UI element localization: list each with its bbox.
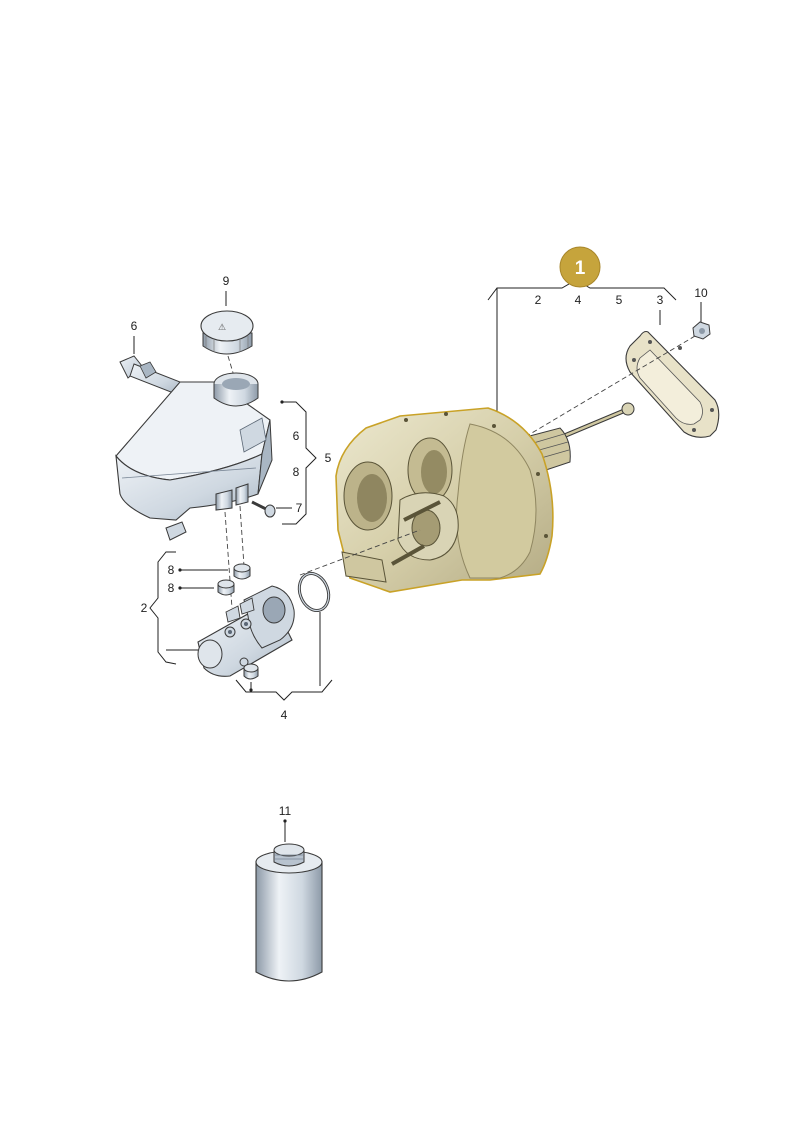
brake-fluid-reservoir-part-5[interactable] — [115, 372, 273, 541]
callout-6-top: 6 — [131, 319, 138, 333]
callout-5: 5 — [325, 451, 332, 465]
bracket-4 — [235, 612, 333, 701]
callout-2-group1: 2 — [535, 293, 542, 307]
callout-4: 4 — [281, 708, 288, 722]
callout-7: 7 — [296, 501, 303, 515]
callout-8-side: 8 — [293, 465, 300, 479]
nut-part-4[interactable] — [243, 663, 259, 680]
o-ring-part-4[interactable] — [294, 569, 333, 614]
screw-part-7[interactable] — [251, 500, 276, 518]
callout-9: 9 — [223, 274, 230, 288]
reservoir-cap-part-9[interactable]: ⚠ — [200, 310, 254, 355]
callout-11: 11 — [279, 804, 292, 818]
dash-seal-2 — [239, 505, 245, 567]
callout-8-a: 8 — [168, 563, 175, 577]
cap-symbol: ⚠ — [218, 322, 226, 332]
bracket-5 — [280, 400, 317, 525]
brake-booster-part-1[interactable] — [335, 402, 635, 593]
callout-3-group1: 3 — [657, 293, 664, 307]
bracket-2 — [149, 551, 198, 665]
callout-8-b: 8 — [168, 581, 175, 595]
callout-4-group1: 4 — [575, 293, 582, 307]
nut-part-10[interactable] — [692, 321, 711, 340]
gasket-part-3[interactable] — [625, 330, 720, 438]
callout-6-side: 6 — [293, 429, 300, 443]
dash-axis-booster — [299, 529, 421, 576]
badge-number: 1 — [575, 258, 586, 279]
dash-axis-10 — [519, 335, 696, 441]
seal-part-8-upper[interactable] — [233, 563, 251, 580]
master-cylinder-part-2[interactable] — [197, 585, 295, 677]
callout-2: 2 — [141, 601, 148, 615]
highlight-badge-1[interactable]: 1 — [559, 246, 601, 288]
seal-part-8-lower[interactable] — [217, 579, 235, 596]
brake-fluid-bottle-part-11[interactable] — [255, 843, 323, 982]
callout-10: 10 — [694, 286, 708, 300]
callout-5-group1: 5 — [616, 293, 623, 307]
